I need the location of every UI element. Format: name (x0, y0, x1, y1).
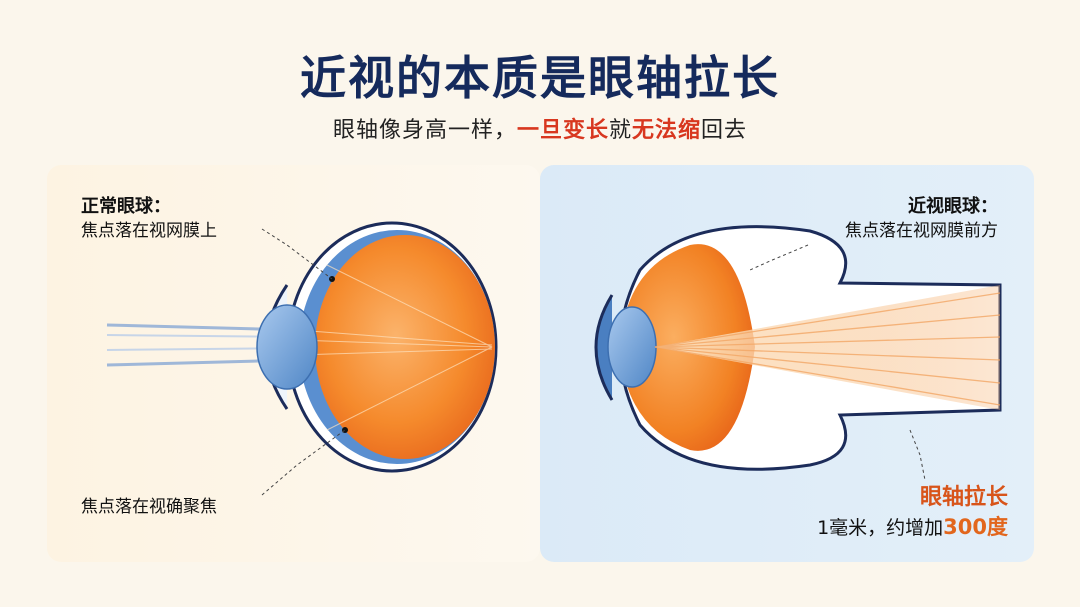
retina-focus-label: 焦点落在视网膜上 (81, 221, 217, 241)
elongation-degree: 300度 (943, 515, 1008, 539)
elongation-note: 1毫米，约增加300度 (817, 513, 1008, 542)
elongation-callout: 眼轴拉长 1毫米，约增加300度 (817, 483, 1008, 542)
subtitle-text-1: 眼轴像身高一样， (333, 118, 517, 143)
vitreous-body (315, 235, 495, 459)
elongation-note-prefix: 1毫米，约增加 (817, 517, 943, 539)
subtitle-highlight-2: 无法缩 (632, 118, 701, 143)
subtitle-text-3: 回去 (701, 118, 747, 143)
leader-line-elongation (910, 430, 925, 480)
subtitle-text-2: 就 (609, 118, 632, 143)
page-subtitle: 眼轴像身高一样，一旦变长就无法缩回去 (0, 112, 1080, 144)
normal-eye-labels: 正常眼球： 焦点落在视网膜上 (81, 195, 217, 243)
elongation-title: 眼轴拉长 (817, 483, 1008, 513)
myopic-eye-heading: 近视眼球： (908, 196, 998, 217)
front-focus-label: 焦点落在视网膜前方 (845, 221, 998, 241)
subtitle-highlight-1: 一旦变长 (517, 118, 609, 143)
myopic-eye-labels: 近视眼球： 焦点落在视网膜前方 (845, 195, 998, 243)
page-title: 近视的本质是眼轴拉长 (0, 42, 1080, 108)
normal-eye-heading: 正常眼球： (81, 196, 171, 217)
normal-eye-panel: 正常眼球： 焦点落在视网膜上 焦点落在视确聚焦 (47, 165, 540, 562)
lens (257, 305, 317, 389)
myopic-eye-panel: 近视眼球： 焦点落在视网膜前方 眼轴拉长 1毫米，约增加300度 (540, 165, 1034, 562)
focus-label: 焦点落在视确聚焦 (81, 495, 217, 519)
myopic-lens (608, 307, 656, 387)
